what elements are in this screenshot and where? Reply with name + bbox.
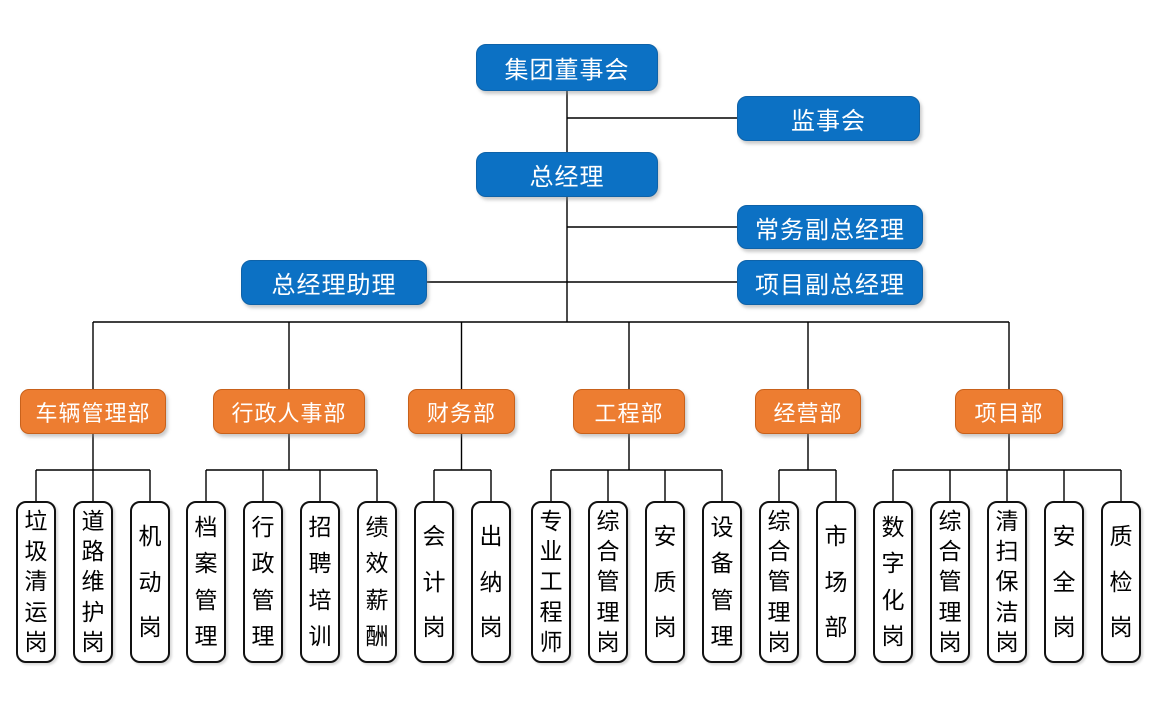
leaf-post-general-mgmt-biz: 综合管理岗 bbox=[759, 501, 799, 663]
node-dept-finance: 财务部 bbox=[408, 389, 515, 434]
leaf-post-engineer: 专业工程师 bbox=[531, 501, 571, 663]
leaf-post-garbage-removal: 垃圾清运岗 bbox=[16, 501, 56, 663]
dept-label: 行政人事部 bbox=[231, 400, 347, 426]
leaf-post-performance-pay: 绩效薪酬 bbox=[357, 501, 397, 663]
leaf-post-recruit-training: 招聘培训 bbox=[300, 501, 340, 663]
leaf-post-general-mgmt-eng: 综合管理岗 bbox=[588, 501, 628, 663]
leaf-post-road-maintenance: 道路维护岗 bbox=[73, 501, 113, 663]
dept-label: 工程部 bbox=[594, 400, 664, 426]
node-gm-assistant-label: 总经理助理 bbox=[271, 272, 397, 299]
node-group-board: 集团董事会 bbox=[476, 44, 658, 91]
node-executive-deputy-gm-label: 常务副总经理 bbox=[755, 216, 905, 244]
node-dept-admin-hr: 行政人事部 bbox=[213, 389, 365, 434]
node-executive-deputy-gm: 常务副总经理 bbox=[737, 205, 923, 249]
leaf-post-equipment-mgmt: 设备管理 bbox=[702, 501, 742, 663]
leaf-post-cleaning: 清扫保洁岗 bbox=[987, 501, 1027, 663]
leaf-post-administration: 行政管理 bbox=[243, 501, 283, 663]
leaf-post-safety: 安全岗 bbox=[1044, 501, 1084, 663]
leaf-post-cashier: 出纳岗 bbox=[471, 501, 511, 663]
node-gm-assistant: 总经理助理 bbox=[241, 260, 427, 305]
node-dept-business: 经营部 bbox=[755, 389, 861, 434]
node-project-deputy-gm-label: 项目副总经理 bbox=[755, 272, 905, 299]
leaf-post-safety-quality: 安质岗 bbox=[645, 501, 685, 663]
leaf-post-general-mgmt-prj: 综合管理岗 bbox=[930, 501, 970, 663]
leaf-post-digitalization: 数字化岗 bbox=[873, 501, 913, 663]
leaf-post-accounting: 会计岗 bbox=[414, 501, 454, 663]
node-dept-vehicle-management: 车辆管理部 bbox=[20, 389, 166, 434]
leaf-post-market: 市场部 bbox=[816, 501, 856, 663]
node-dept-engineering: 工程部 bbox=[573, 389, 685, 434]
leaf-post-archives: 档案管理 bbox=[186, 501, 226, 663]
node-supervisory-board-label: 监事会 bbox=[791, 108, 866, 135]
node-project-deputy-gm: 项目副总经理 bbox=[737, 260, 923, 305]
dept-label: 经营部 bbox=[773, 400, 843, 426]
dept-label: 项目部 bbox=[974, 400, 1044, 426]
leaf-post-mobile: 机动岗 bbox=[130, 501, 170, 663]
node-group-board-label: 集团董事会 bbox=[504, 57, 630, 84]
leaf-post-quality-check: 质检岗 bbox=[1101, 501, 1141, 663]
node-dept-project: 项目部 bbox=[955, 389, 1063, 434]
node-general-manager: 总经理 bbox=[476, 152, 658, 197]
node-supervisory-board: 监事会 bbox=[737, 96, 920, 141]
dept-label: 车辆管理部 bbox=[35, 400, 151, 426]
dept-label: 财务部 bbox=[426, 400, 496, 426]
node-general-manager-label: 总经理 bbox=[529, 164, 605, 191]
